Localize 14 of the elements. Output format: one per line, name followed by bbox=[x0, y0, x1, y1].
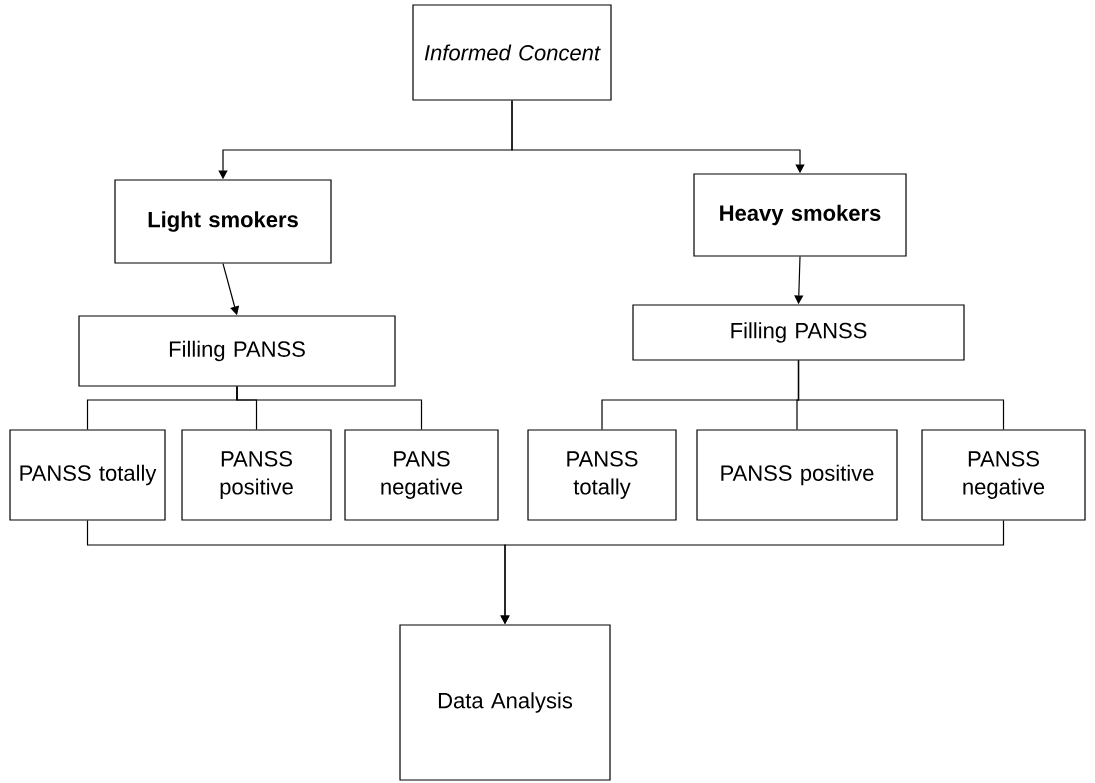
process-box: Informed Concent bbox=[412, 4, 612, 101]
connector bbox=[797, 360, 1005, 430]
process-box: PANSS positive bbox=[181, 429, 332, 521]
process-box: Light smokers bbox=[114, 179, 332, 264]
process-box: Filling PANSS bbox=[632, 304, 965, 361]
process-box: PANSS positive bbox=[696, 429, 898, 521]
process-box: Filling PANSS bbox=[78, 315, 396, 387]
process-box: PANSS totally bbox=[527, 429, 677, 521]
connector bbox=[236, 386, 423, 430]
process-box: PANS negative bbox=[344, 429, 499, 521]
process-box: Heavy smokers bbox=[693, 173, 907, 257]
process-box: Data Analysis bbox=[399, 624, 611, 781]
process-box: PANSS negative bbox=[921, 429, 1086, 521]
process-box: PANSS totally bbox=[9, 429, 166, 521]
